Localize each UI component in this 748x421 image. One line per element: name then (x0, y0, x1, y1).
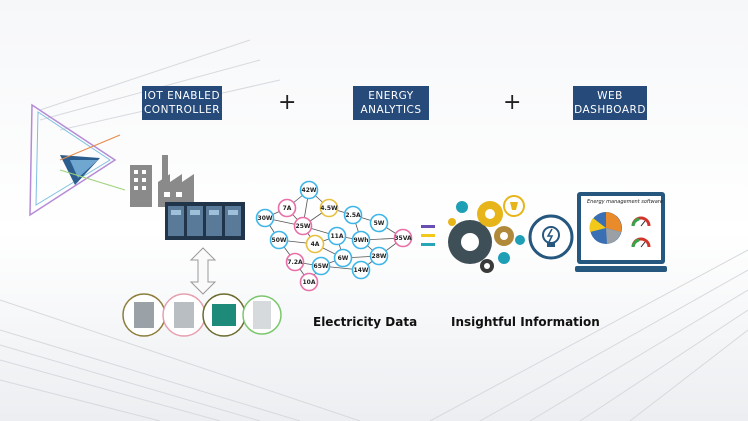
graph-node-circle (299, 272, 319, 292)
graph-node-circle (333, 248, 353, 268)
graph-node-circle (351, 230, 371, 250)
graph-node: 42W (299, 180, 319, 200)
graph-node-circle (269, 230, 289, 250)
graph-node: 7.2A (285, 252, 305, 272)
graph-node-label: 9Wh (353, 237, 368, 244)
gears-icon (448, 195, 525, 273)
graph-node-circle (277, 198, 297, 218)
factory-icon (130, 155, 194, 207)
graph-node: 25W (293, 216, 313, 236)
graph-node-label: 14W (354, 267, 369, 274)
graph-node: 50W (269, 230, 289, 250)
graph-node: 30W (255, 208, 275, 228)
graph-node: 65W (311, 256, 331, 276)
laptop-dashboard: Energy management software (575, 190, 667, 276)
equals-icon (421, 225, 435, 246)
graph-node-label: 35VA (394, 235, 412, 242)
graph-node-label: 30W (258, 215, 273, 222)
graph-node-label: 28W (372, 253, 387, 260)
graph-node-circle (327, 226, 347, 246)
graph-node-circle (255, 208, 275, 228)
dashboard-screen-title: Energy management software (587, 199, 663, 205)
graph-node-circle (369, 213, 389, 233)
insight-caption: Insightful Information (451, 315, 600, 329)
graph-node: 9Wh (351, 230, 371, 250)
graph-node: 14W (351, 260, 371, 280)
graph-node-label: 6W (338, 255, 349, 262)
graph-node-label: 2.5A (345, 212, 361, 219)
graph-node-circle (343, 205, 363, 225)
graph-node: 6W (333, 248, 353, 268)
graph-node: 28W (369, 246, 389, 266)
graph-node-label: 10A (303, 279, 316, 286)
graph-node-circle (393, 228, 413, 248)
graph-node-circle (369, 246, 389, 266)
double-arrow-icon (189, 247, 217, 295)
dashboard-box: WEB DASHBOARD (573, 86, 647, 120)
graph-node: 11A (327, 226, 347, 246)
graph-node-label: 65W (314, 263, 329, 270)
graph-node-label: 42W (302, 187, 317, 194)
analytics-box: ENERGY ANALYTICS (353, 86, 429, 120)
graph-node-label: 5W (374, 220, 385, 227)
graph-node-circle (305, 234, 325, 254)
graph-node-label: 7A (283, 205, 292, 212)
controller-panels (165, 202, 245, 240)
graph-node-circle (351, 260, 371, 280)
graph-node-label: 25W (296, 223, 311, 230)
plus-sign-2: + (503, 90, 522, 115)
graph-node: 4A (305, 234, 325, 254)
graph-node-label: 50W (272, 237, 287, 244)
graph-node-label: 7.2A (287, 259, 303, 266)
plus-sign-1: + (278, 90, 297, 115)
graph-node: 7A (277, 198, 297, 218)
graph-node-circle (293, 216, 313, 236)
lightbulb-icon (528, 214, 574, 260)
controller-label: IOT ENABLED CONTROLLER (143, 90, 221, 116)
graph-node-label: 4.5W (320, 205, 338, 212)
equipment-row (122, 293, 282, 337)
graph-node: 5W (369, 213, 389, 233)
laptop-frame (575, 192, 667, 272)
graph-node-label: 11A (331, 233, 344, 240)
graph-node: 10A (299, 272, 319, 292)
graph-node: 35VA (393, 228, 413, 248)
graph-node: 4.5W (319, 198, 339, 218)
graph-node-circle (285, 252, 305, 272)
analytics-label: ENERGY ANALYTICS (360, 90, 422, 116)
logo-triangle-icon (29, 103, 126, 217)
electricity-caption: Electricity Data (313, 315, 418, 329)
graph-node-label: 4A (311, 241, 320, 248)
dashboard-label: WEB DASHBOARD (574, 90, 646, 116)
graph-node-circle (311, 256, 331, 276)
graph-node: 2.5A (343, 205, 363, 225)
graph-node-circle (319, 198, 339, 218)
controller-box: IOT ENABLED CONTROLLER (142, 86, 222, 120)
network-graph: 30W 7A 42W 4.5W 2.5A 5W 25W 11A 9Wh 35VA 50W 4A 6W 28… (255, 180, 413, 292)
graph-node-circle (299, 180, 319, 200)
